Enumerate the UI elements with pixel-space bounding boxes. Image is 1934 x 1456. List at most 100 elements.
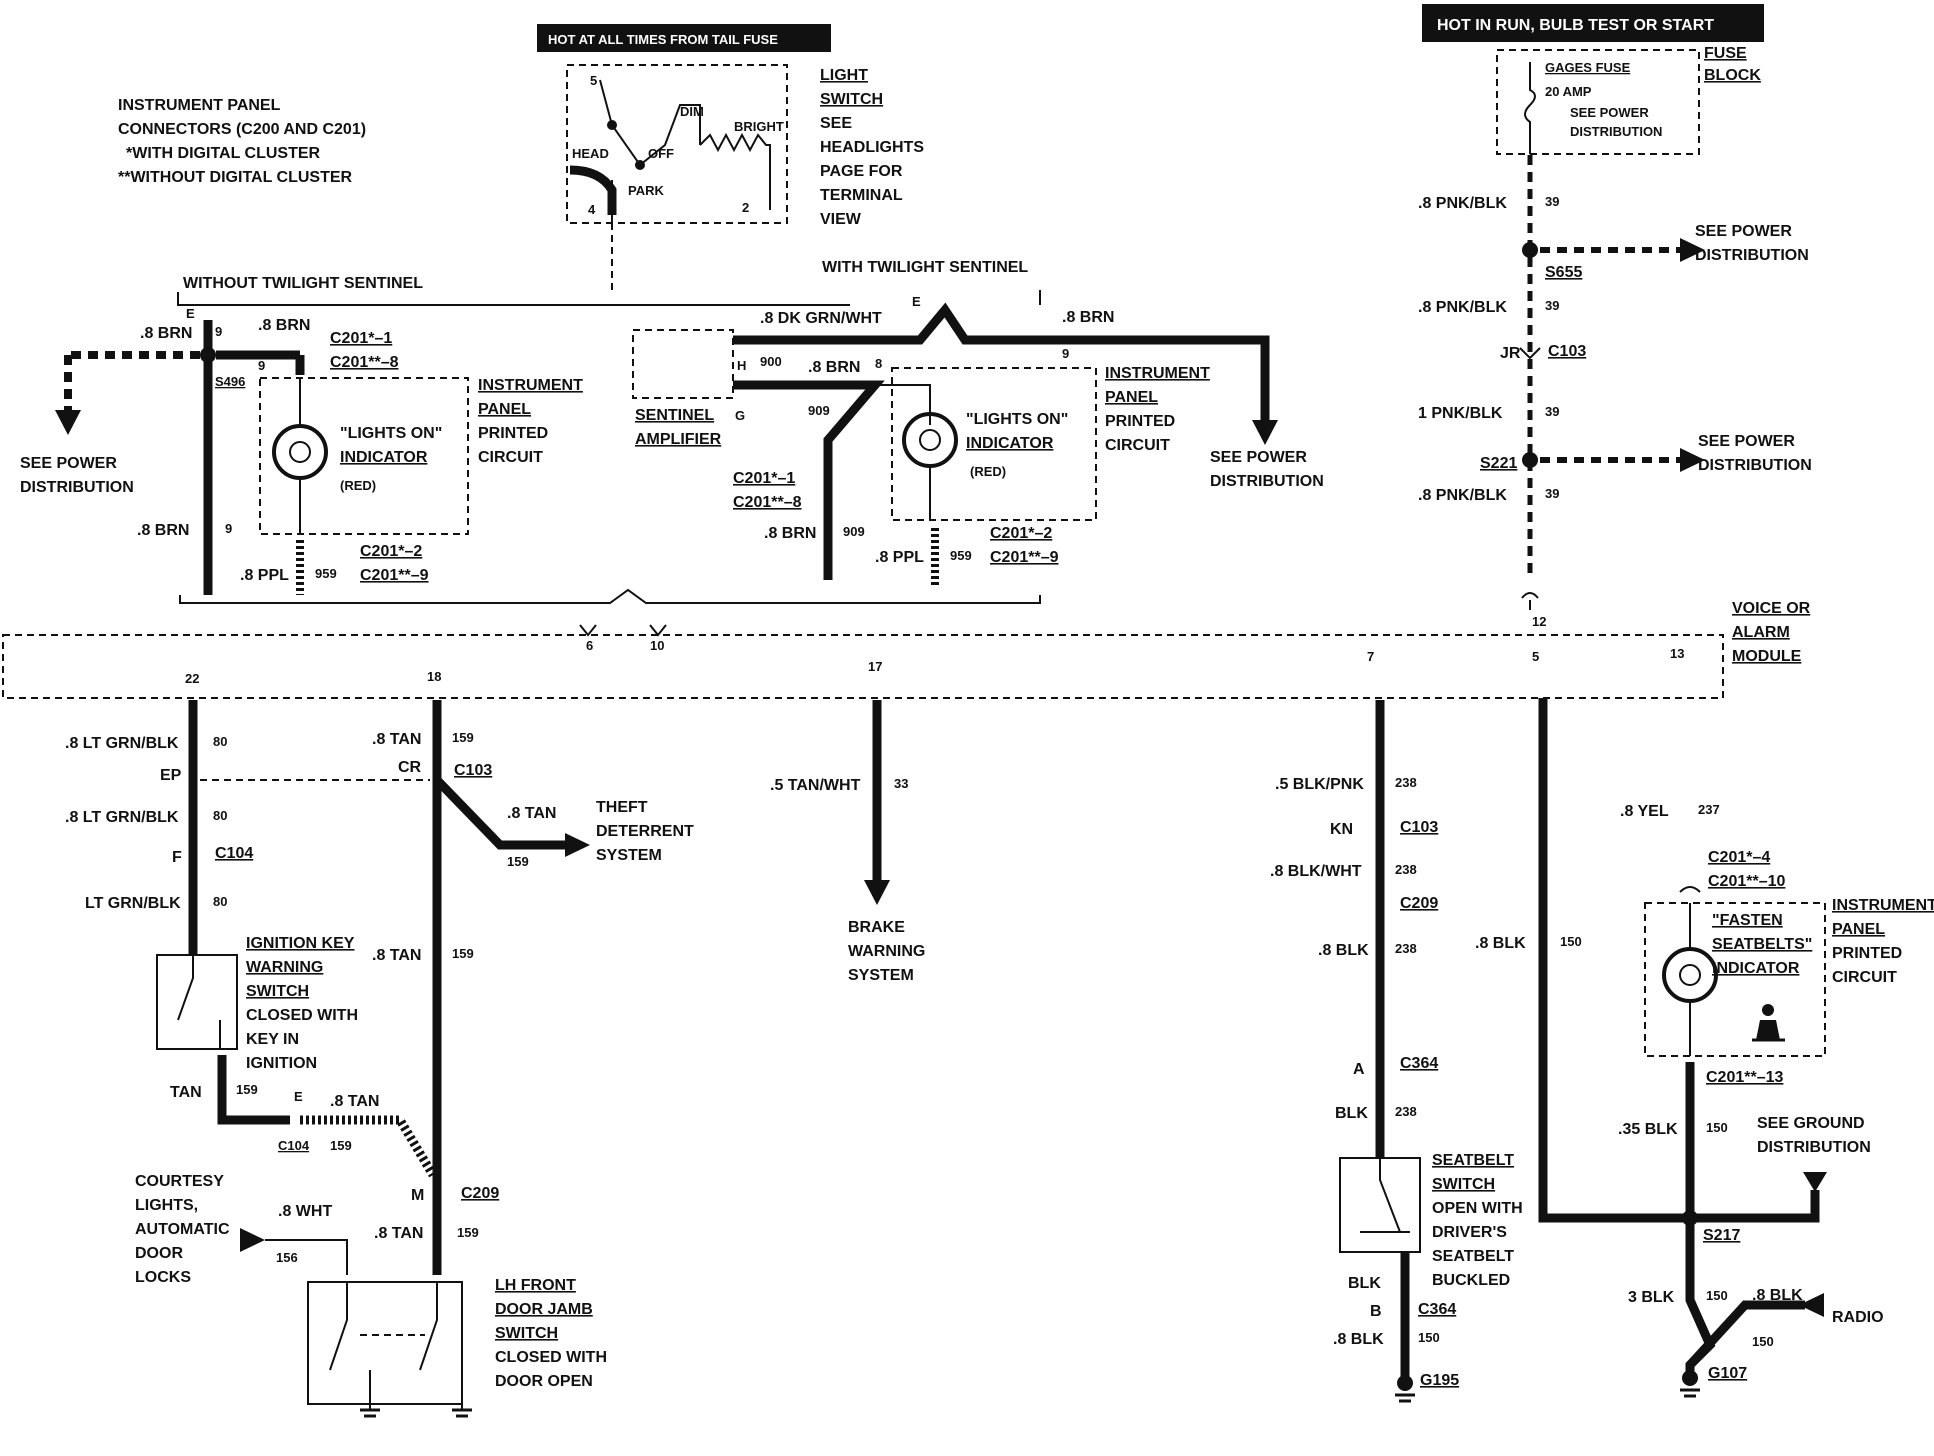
with-c909-2: 909: [843, 524, 865, 539]
gb-wire-yel: .8 YEL: [1620, 803, 1669, 820]
door-c159-2: 159: [452, 946, 474, 961]
light-switch-box: [566, 64, 788, 224]
with-wire-brn-top: .8 BRN: [1062, 309, 1114, 326]
splice-s655-label: S655: [1545, 264, 1582, 281]
without-panel-3: PRINTED: [478, 425, 548, 442]
see-power-2a: SEE POWER: [1698, 433, 1795, 450]
with-pin-e: E: [912, 294, 921, 309]
sb-note-3: SEATBELT: [1432, 1248, 1514, 1265]
without-wire-brn-1: .8 BRN: [140, 325, 192, 342]
sb-wire-1: .5 BLK/PNK: [1275, 776, 1364, 793]
theft-c159: 159: [507, 854, 529, 869]
see-ground-1: SEE GROUND: [1757, 1115, 1865, 1132]
ground-main-wire: [1538, 698, 1688, 1223]
sb-c238-3: 238: [1395, 941, 1417, 956]
light-switch-note-3: PAGE FOR: [820, 163, 903, 180]
ign-c80-3: 80: [213, 894, 227, 909]
with-pin-h: H: [737, 358, 746, 373]
switch-pivot: [607, 120, 617, 130]
ign-wire-8tan: .8 TAN: [330, 1093, 379, 1110]
without-c9-1: 9: [215, 324, 222, 339]
module-pin-22: 22: [185, 671, 199, 686]
brake-branch: .5 TAN/WHT 33 BRAKE WARNING SYSTEM: [770, 700, 925, 984]
sb-wire-3: .8 BLK: [1318, 942, 1369, 959]
fuse-note-2: DISTRIBUTION: [1570, 124, 1662, 139]
courtesy-c156: 156: [276, 1250, 298, 1265]
module-title-2: ALARM: [1732, 624, 1790, 641]
gb-conn-b: C201**–13: [1706, 1069, 1784, 1086]
light-switch-pin-2: 2: [742, 200, 749, 215]
see-power-2b: DISTRIBUTION: [1698, 457, 1812, 474]
with-indicator-color: (RED): [970, 464, 1006, 479]
brake-target-2: WARNING: [848, 943, 925, 960]
light-switch-pin-5: 5: [590, 73, 597, 88]
with-c9: 9: [1062, 346, 1069, 361]
bottom-bracket: [179, 588, 1041, 604]
s655-arrow: [1680, 238, 1705, 262]
light-switch-header: HOT AT ALL TIMES FROM TAIL FUSE: [548, 32, 778, 47]
courtesy-wire-wht: .8 WHT: [278, 1203, 332, 1220]
light-switch-pin-4: 4: [588, 202, 596, 217]
without-indicator-1: "LIGHTS ON": [340, 425, 442, 442]
with-wire-brn-low: .8 BRN: [764, 525, 816, 542]
sb-wire-6: .8 BLK: [1333, 1331, 1384, 1348]
sb-wire-2: .8 BLK/WHT: [1270, 863, 1362, 880]
g195-ground-icon: [1397, 1375, 1413, 1391]
sentinel-amp-2: AMPLIFIER: [635, 431, 722, 448]
voice-alarm-module: 6 10 12 22 18 17 7 5 13 VOICE OR ALARM M…: [2, 592, 1811, 699]
gb-conn-a1: C201*–4: [1708, 849, 1770, 866]
with-pin-8: 8: [875, 356, 882, 371]
light-switch-title-1: LIGHT: [820, 67, 868, 84]
with-conn-a1: C201*–1: [733, 470, 795, 487]
sb-c103: C103: [1400, 819, 1438, 836]
splice-s217: [1682, 1210, 1698, 1226]
gb-wire-35: .35 BLK: [1618, 1121, 1678, 1138]
door-c103: C103: [454, 762, 492, 779]
without-twilight-title: WITHOUT TWILIGHT SENTINEL: [183, 275, 423, 292]
radio-wire: [1686, 1300, 1805, 1369]
sb-switch-2: SWITCH: [1432, 1176, 1495, 1193]
sb-c209: C209: [1400, 895, 1438, 912]
without-wire-ppl: .8 PPL: [240, 567, 289, 584]
g107-ground-icon: [1682, 1370, 1698, 1386]
fuse-block-label-2: BLOCK: [1704, 67, 1761, 84]
door-switch-2: DOOR JAMB: [495, 1301, 593, 1318]
with-dkgrn-wire: [733, 302, 1270, 430]
ign-c80-2: 80: [213, 808, 227, 823]
see-power-4b: DISTRIBUTION: [1210, 473, 1324, 490]
gb-conn-mark: [1679, 886, 1701, 893]
fuse-amp: 20 AMP: [1545, 84, 1592, 99]
pos-dim: DIM: [680, 104, 704, 119]
with-wire-ppl: .8 PPL: [875, 549, 924, 566]
gb-c150-2: 150: [1706, 1120, 1728, 1135]
door-wire-tan-3: .8 TAN: [374, 1225, 423, 1242]
sb-ground: G195: [1420, 1372, 1459, 1389]
ign-wire-tan: TAN: [170, 1084, 202, 1101]
ign-switch-3: SWITCH: [246, 983, 309, 1000]
module-pin-10: 10: [650, 638, 664, 653]
ignition-switch-contact: [177, 955, 221, 1049]
g195-ground-bars: [1395, 1393, 1415, 1403]
sb-pin-a: A: [1353, 1061, 1365, 1078]
sb-c238-1: 238: [1395, 775, 1417, 790]
sentinel-amplifier-box: [632, 329, 734, 399]
theft-1: THEFT: [596, 799, 648, 816]
door-switch-3: SWITCH: [495, 1325, 558, 1342]
fuse-element: [1524, 62, 1536, 154]
without-c9-3: 9: [225, 521, 232, 536]
module-pin-7: 7: [1367, 649, 1374, 664]
with-panel-2: PANEL: [1105, 389, 1158, 406]
fasten-panel-1: INSTRUMENT: [1832, 897, 1934, 914]
ign-note-2: KEY IN: [246, 1031, 299, 1048]
door-note-2: DOOR OPEN: [495, 1373, 593, 1390]
module-pin-18: 18: [427, 669, 441, 684]
fasten-lamp-filament: [1679, 964, 1701, 986]
fuse-block-label-1: FUSE: [1704, 45, 1747, 62]
with-indicator-1: "LIGHTS ON": [966, 411, 1068, 428]
fasten-lamp-icon: [1662, 947, 1718, 1003]
fasten-panel-4: CIRCUIT: [1832, 969, 1897, 986]
brake-target-1: BRAKE: [848, 919, 905, 936]
fasten-panel-3: PRINTED: [1832, 945, 1902, 962]
ign-switch-2: WARNING: [246, 959, 323, 976]
